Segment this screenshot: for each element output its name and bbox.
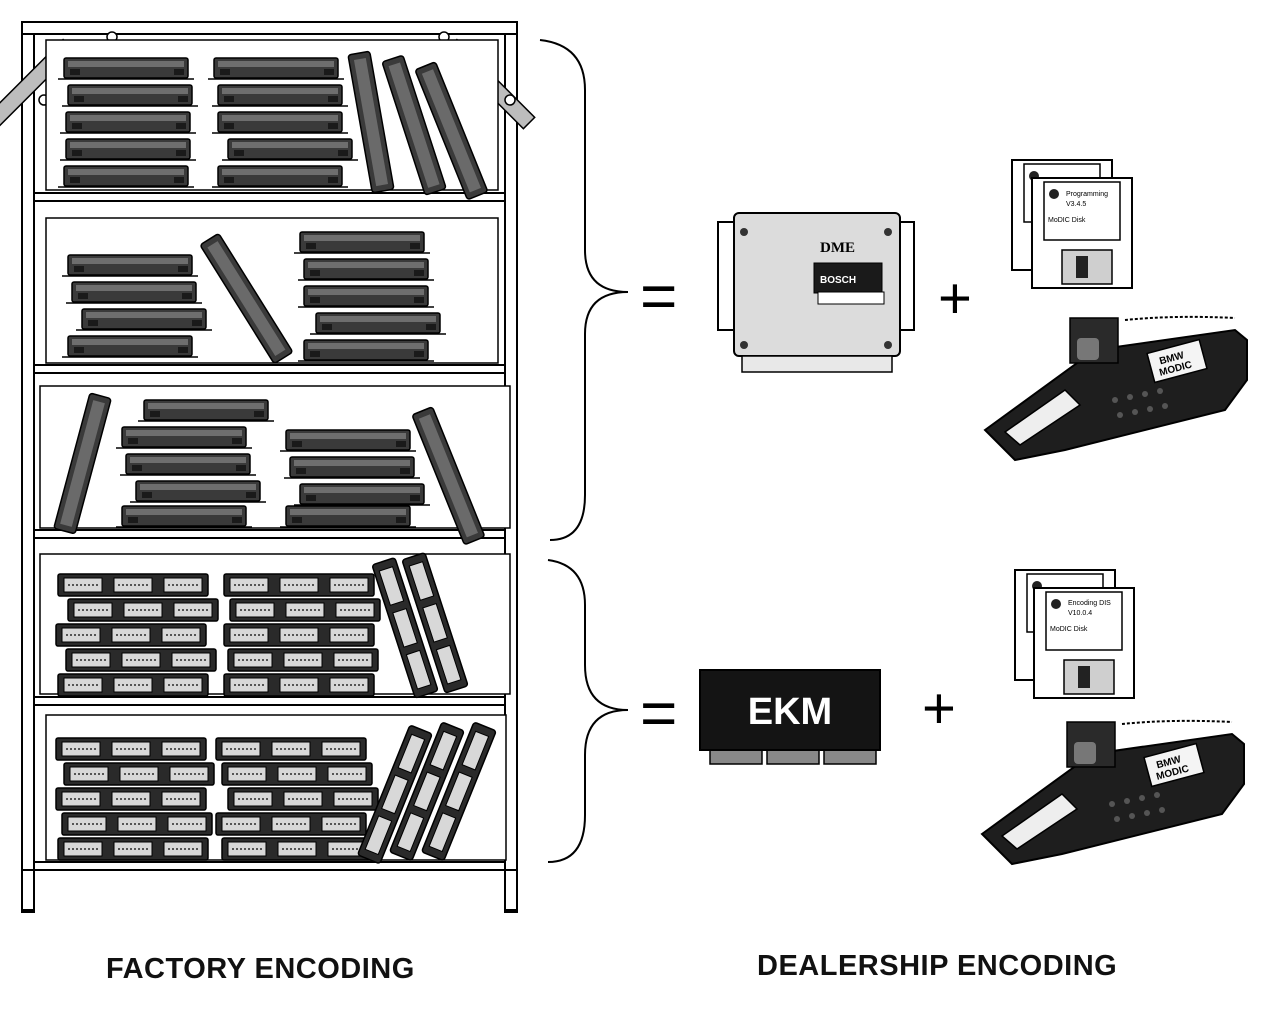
equals-sign-lower: = [640,677,677,749]
dme-label: DME [820,240,855,256]
lower-brace [547,559,629,863]
programming-disk-title: Programming [1066,191,1108,198]
encoding-disk-title: Encoding DIS [1068,600,1111,607]
modic-tester-upper: BMW MODIC [984,315,1248,461]
ekm-module: EKM [699,669,881,765]
encoding-software-disk: Encoding DIS V10.0.4 MoDIC Disk [1014,569,1135,699]
upper-brace [539,39,629,541]
ekm-label: EKM [748,691,832,733]
shelf-1-modules [57,50,489,201]
equals-sign-upper: = [640,260,677,332]
plus-sign-upper: + [938,266,972,331]
programming-disk-subtitle: MoDIC Disk [1048,217,1086,224]
programming-software-disk: Programming V3.4.5 MoDIC Disk [1011,159,1133,289]
modic-tester-lower: BMW MODIC [981,719,1245,865]
programming-disk-version: V3.4.5 [1066,201,1086,208]
factory-encoding-caption: FACTORY ENCODING [106,953,415,985]
dealership-encoding-caption: DEALERSHIP ENCODING [757,950,1118,982]
plus-sign-lower: + [922,676,956,741]
bosch-label: BOSCH [820,275,856,286]
dme-module: DME BOSCH [717,212,915,373]
encoding-disk-version: V10.0.4 [1068,610,1092,617]
encoding-disk-subtitle: MoDIC Disk [1050,626,1088,633]
